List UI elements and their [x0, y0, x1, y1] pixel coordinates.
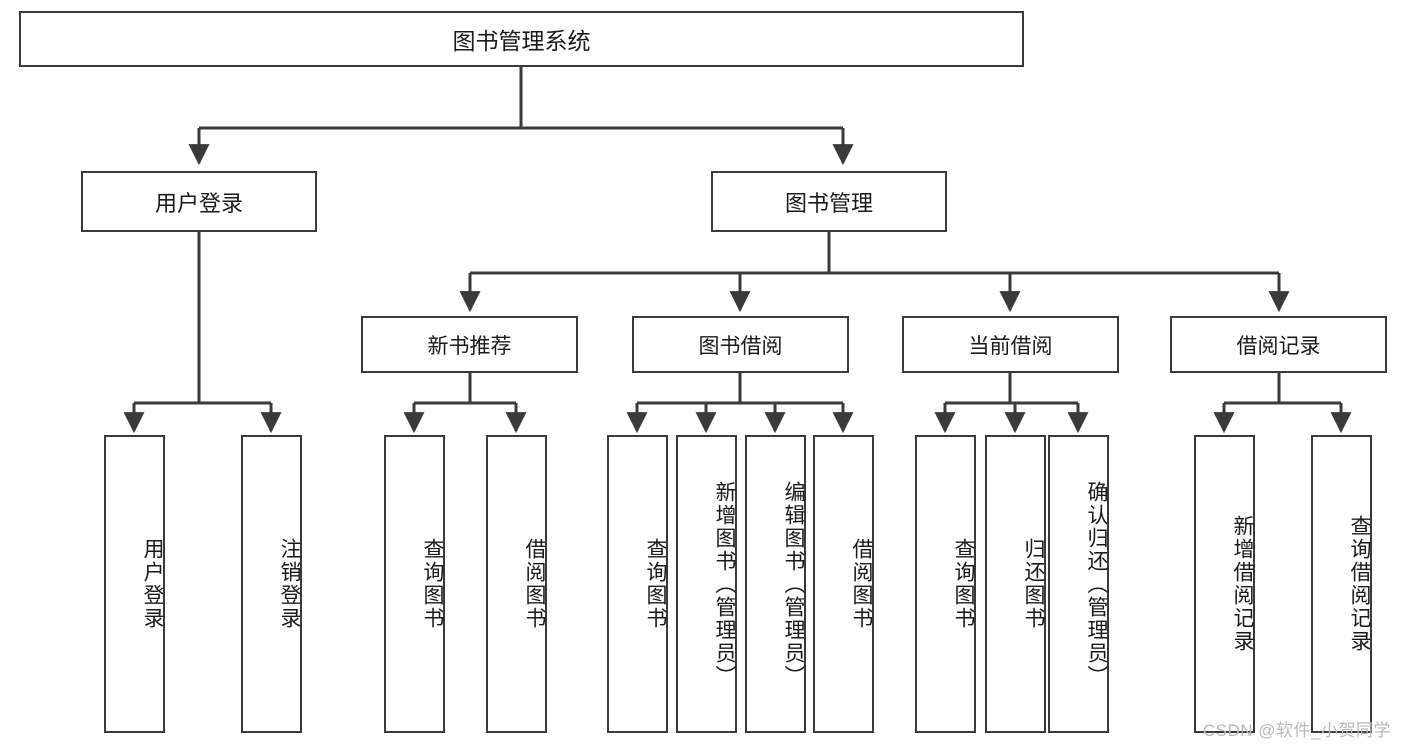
leaf-book-borrow-borrow[interactable]: 借阅图书: [813, 435, 874, 733]
node-label: 新书推荐: [427, 334, 512, 358]
leaf-book-borrow-query[interactable]: 查询图书: [607, 435, 668, 733]
node-book-management[interactable]: 图书管理: [711, 171, 947, 232]
leaf-user-login-logout[interactable]: 注销登录: [241, 435, 302, 733]
leaf-book-borrow-edit[interactable]: 编辑图书（管理员）: [745, 435, 806, 733]
node-label: 用户登录: [141, 538, 164, 630]
node-label: 借阅记录: [1236, 334, 1321, 358]
node-label: 查询图书: [421, 538, 444, 630]
node-label: 借阅图书: [850, 538, 873, 630]
leaf-current-borrow-confirm-return[interactable]: 确认归还（管理员）: [1048, 435, 1109, 733]
node-label: 注销登录: [278, 538, 301, 630]
node-label: 查询借阅记录: [1348, 515, 1371, 653]
leaf-book-borrow-add[interactable]: 新增图书（管理员）: [676, 435, 737, 733]
node-label: 图书管理: [784, 190, 873, 216]
node-label: 图书借阅: [698, 334, 783, 358]
node-label: 查询图书: [644, 538, 667, 630]
csdn-watermark: CSDN @软件_小贺同学: [1202, 721, 1391, 740]
node-label: 用户登录: [154, 190, 243, 216]
node-user-login[interactable]: 用户登录: [81, 171, 317, 232]
node-label: 图书管理系统: [452, 28, 591, 54]
leaf-current-borrow-return[interactable]: 归还图书: [985, 435, 1046, 733]
node-label: 借阅图书: [523, 538, 546, 630]
node-label: 查询图书: [952, 538, 975, 630]
node-label: 新增借阅记录: [1231, 515, 1254, 653]
leaf-borrow-records-query[interactable]: 查询借阅记录: [1311, 435, 1372, 733]
leaf-user-login-login[interactable]: 用户登录: [104, 435, 165, 733]
node-book-borrow[interactable]: 图书借阅: [632, 316, 849, 373]
node-book-management-system[interactable]: 图书管理系统: [19, 11, 1024, 67]
leaf-current-borrow-query[interactable]: 查询图书: [915, 435, 976, 733]
node-new-book-recommend[interactable]: 新书推荐: [361, 316, 578, 373]
node-label: 归还图书: [1022, 538, 1045, 630]
leaf-new-book-borrow[interactable]: 借阅图书: [486, 435, 547, 733]
node-current-borrow[interactable]: 当前借阅: [902, 316, 1119, 373]
node-borrow-records[interactable]: 借阅记录: [1170, 316, 1387, 373]
node-label: 当前借阅: [968, 334, 1053, 358]
leaf-borrow-records-add[interactable]: 新增借阅记录: [1194, 435, 1255, 733]
node-label: 新增图书（管理员）: [713, 480, 736, 688]
leaf-new-book-query[interactable]: 查询图书: [384, 435, 445, 733]
node-label: 确认归还（管理员）: [1085, 480, 1108, 688]
node-label: 编辑图书（管理员）: [782, 480, 805, 688]
